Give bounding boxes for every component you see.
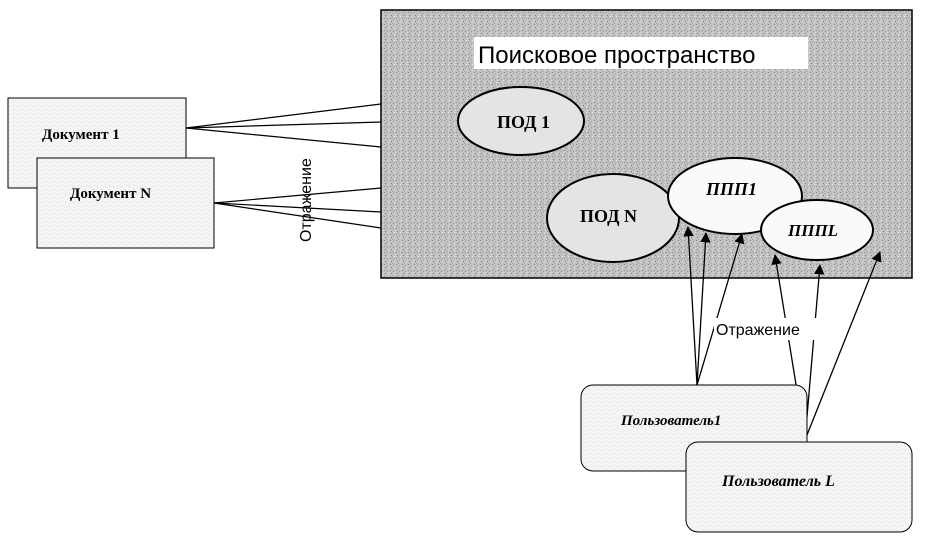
document-n-box	[36, 157, 215, 249]
user-reflection-arrows	[683, 225, 882, 441]
document-n-label: Документ N	[70, 186, 151, 202]
user-l-box	[685, 441, 913, 533]
document-1-label: Документ 1	[42, 127, 120, 143]
search-space-title-bg	[474, 37, 808, 69]
user-l-label: Пользователь L	[721, 473, 835, 490]
user-1-label: Пользователь1	[620, 413, 721, 429]
pod-1-ellipse	[457, 86, 585, 156]
search-space-title: Поисковое пространство	[478, 42, 755, 69]
ppp-l-label: ПППL	[787, 221, 838, 240]
pod-1-label: ПОД 1	[497, 112, 550, 132]
reflection-label-vertical: Отражение	[298, 158, 315, 242]
ppp-l-ellipse	[760, 199, 874, 261]
pod-n-label: ПОД N	[580, 206, 637, 226]
reflection-label-bg	[714, 318, 818, 340]
document-reflection-lines	[185, 103, 382, 229]
ppp-1-label: ППП1	[705, 179, 757, 199]
reflection-label-horizontal: Отражение	[716, 322, 800, 339]
